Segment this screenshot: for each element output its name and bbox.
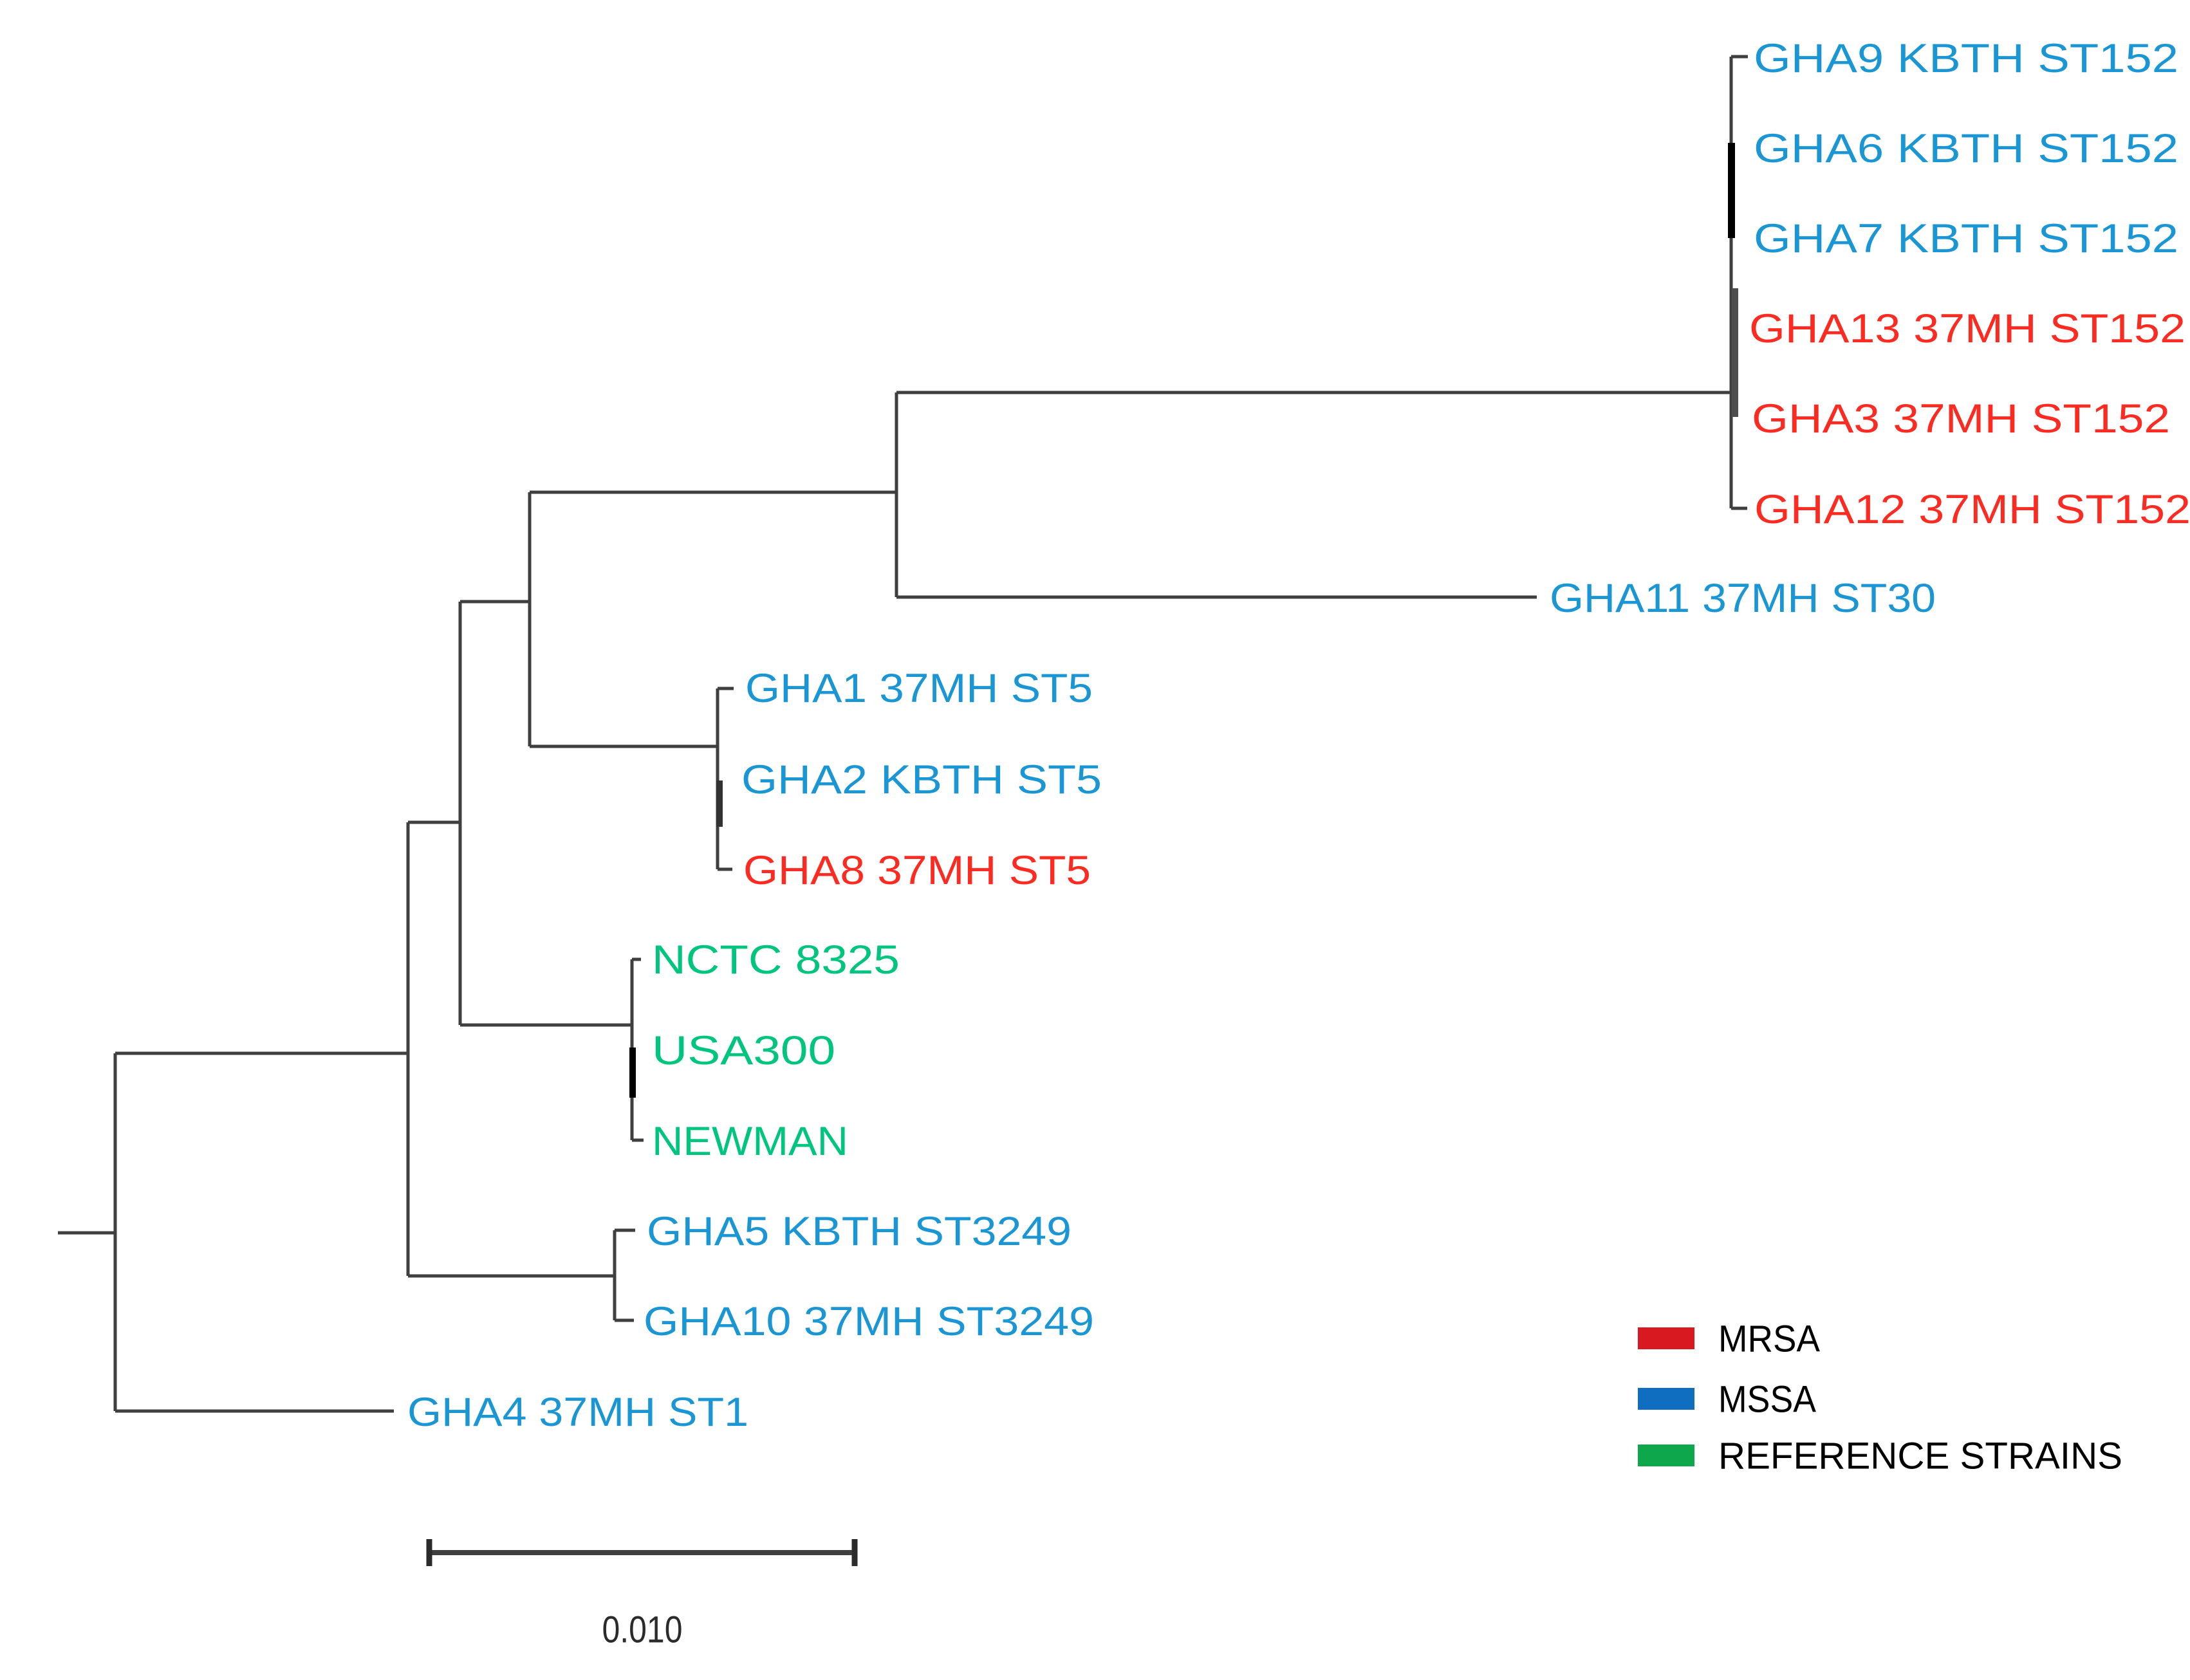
taxon-label-gha11-37mh-st30: GHA11 37MH ST30 — [1550, 576, 1936, 621]
support-bar-st152-upper — [1728, 143, 1735, 238]
legend-swatch-mssa — [1638, 1388, 1694, 1410]
taxon-label-gha13-37mh-st152: GHA13 37MH ST152 — [1749, 306, 2185, 351]
taxon-label-gha3-37mh-st152: GHA3 37MH ST152 — [1752, 396, 2170, 441]
legend-label-reference-strains: REFERENCE STRAINS — [1718, 1435, 2122, 1477]
taxon-label-gha10-37mh-st3249: GHA10 37MH ST3249 — [644, 1299, 1094, 1344]
taxon-label-gha1-37mh-st5: GHA1 37MH ST5 — [745, 666, 1093, 711]
taxon-label-gha8-37mh-st5: GHA8 37MH ST5 — [743, 848, 1091, 893]
taxon-labels: GHA9 KBTH ST152 GHA6 KBTH ST152 GHA7 KBT… — [407, 36, 2190, 1435]
legend: MRSA MSSA REFERENCE STRAINS — [1638, 1318, 2122, 1477]
scale-bar: 0.010 — [426, 1539, 858, 1651]
legend-label-mrsa: MRSA — [1718, 1318, 1820, 1360]
legend-swatch-reference-strains — [1638, 1445, 1694, 1466]
legend-swatch-mrsa — [1638, 1327, 1694, 1349]
taxon-label-gha7-kbth-st152: GHA7 KBTH ST152 — [1754, 216, 2178, 261]
taxon-label-gha9-kbth-st152: GHA9 KBTH ST152 — [1754, 36, 2178, 81]
taxon-label-gha6-kbth-st152: GHA6 KBTH ST152 — [1754, 126, 2178, 171]
support-bar-st5 — [716, 780, 723, 827]
taxon-label-gha4-37mh-st1: GHA4 37MH ST1 — [407, 1390, 748, 1435]
scale-bar-value: 0.010 — [602, 1609, 683, 1651]
support-bar-st152-lower — [1732, 288, 1738, 417]
support-bar-reference — [629, 1048, 636, 1098]
taxon-label-newman: NEWMAN — [652, 1119, 848, 1164]
taxon-label-gha5-kbth-st3249: GHA5 KBTH ST3249 — [647, 1209, 1072, 1254]
tree-branches — [58, 55, 1748, 1413]
taxon-label-gha12-37mh-st152: GHA12 37MH ST152 — [1754, 487, 2190, 532]
taxon-label-nctc-8325: NCTC 8325 — [652, 937, 900, 983]
legend-label-mssa: MSSA — [1718, 1379, 1816, 1421]
taxon-label-gha2-kbth-st5: GHA2 KBTH ST5 — [741, 757, 1102, 802]
taxon-label-usa300: USA300 — [652, 1028, 835, 1073]
node-support-bars — [629, 143, 1738, 1098]
